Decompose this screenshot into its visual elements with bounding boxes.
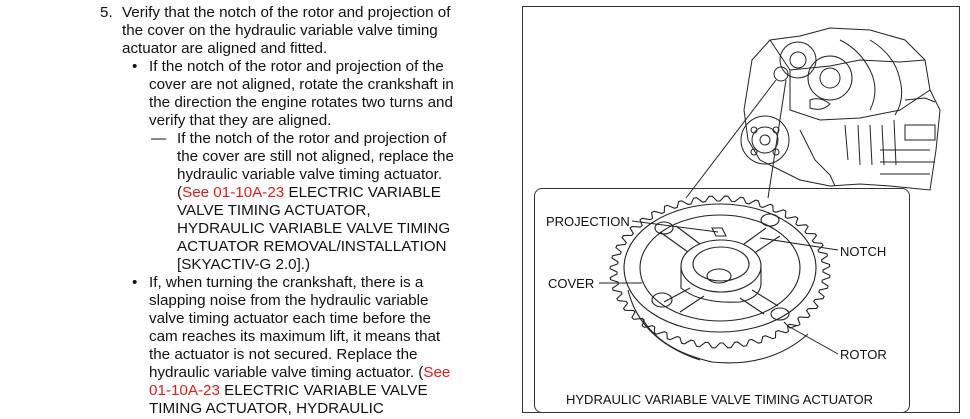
bullet2-line-1: If, when turning the crankshaft, there i…: [149, 274, 424, 291]
dash-line-3: hydraulic variable valve timing actuator…: [177, 166, 443, 183]
bullet2-line-2: slapping noise from the hydraulic variab…: [149, 292, 429, 309]
bullet2-ref-text: ELECTRIC VARIABLE VALVE: [219, 382, 428, 399]
detail-leader: [685, 66, 789, 199]
dash-ref-line-5: [SKYACTIV-G 2.0].): [177, 256, 311, 273]
bullet2-line-7: 01-10A-23 ELECTRIC VARIABLE VALVE: [149, 382, 428, 400]
cross-reference-link[interactable]: 01-10A-23: [149, 382, 220, 399]
bullet2-line-5: the actuator is not secured. Replace the: [149, 346, 418, 363]
actuator-gear: [609, 195, 831, 364]
dash-marker: —: [151, 130, 167, 147]
callout-box: [534, 188, 910, 413]
step-line-3: actuator are aligned and fitted.: [122, 40, 328, 57]
bullet1-line-1: If the notch of the rotor and projection…: [149, 58, 444, 75]
bullet2-line-8: TIMING ACTUATOR, HYDRAULIC: [149, 400, 384, 417]
label-leaders: [599, 220, 839, 355]
cross-reference-link[interactable]: See: [423, 364, 451, 381]
dash-ref-line-3: HYDRAULIC VARIABLE VALVE TIMING: [177, 220, 451, 237]
bullet1-line-3: the direction the engine rotates two tur…: [149, 94, 453, 111]
bullet2-line-3: valve timing actuator each time before t…: [149, 310, 431, 327]
engine-sketch: [740, 27, 941, 191]
step-line-1: Verify that the notch of the rotor and p…: [122, 4, 451, 21]
procedure-text: 5. Verify that the notch of the rotor an…: [100, 4, 454, 417]
dash-ref-line-2: VALVE TIMING ACTUATOR,: [177, 202, 371, 219]
label-cover: COVER: [548, 276, 595, 291]
ref-text: ELECTRIC VARIABLE: [284, 184, 441, 201]
bullet-marker: •: [132, 274, 138, 291]
step-line-2: the cover on the hydraulic variable valv…: [122, 22, 438, 39]
cross-reference-link[interactable]: See 01-10A-23: [182, 184, 285, 201]
bullet2-line-4: cam reaches its maximum lift, it means t…: [149, 328, 441, 345]
step-number: 5.: [100, 4, 113, 21]
bullet2-text: hydraulic variable valve timing actuator…: [149, 364, 424, 381]
ref-paren: (: [177, 184, 183, 201]
bullet2-line-6: hydraulic variable valve timing actuator…: [149, 364, 450, 382]
label-rotor: ROTOR: [840, 347, 887, 362]
bullet1-line-4: verify that they are aligned.: [149, 112, 332, 129]
bullet-marker: •: [132, 58, 138, 75]
label-projection: PROJECTION: [546, 214, 630, 229]
figure-caption: HYDRAULIC VARIABLE VALVE TIMING ACTUATOR: [566, 392, 874, 407]
dash-ref-line-4: ACTUATOR REMOVAL/INSTALLATION: [177, 238, 447, 255]
dash-line-2: the cover are still not aligned, replace…: [177, 148, 454, 165]
gear-teeth: [609, 195, 831, 349]
dash-ref-line-1: (See 01-10A-23 ELECTRIC VARIABLE: [177, 184, 441, 202]
label-notch: NOTCH: [840, 244, 887, 259]
bullet1-line-2: cover are not aligned, rotate the cranks…: [149, 76, 454, 93]
dash-line-1: If the notch of the rotor and projection…: [177, 130, 447, 147]
